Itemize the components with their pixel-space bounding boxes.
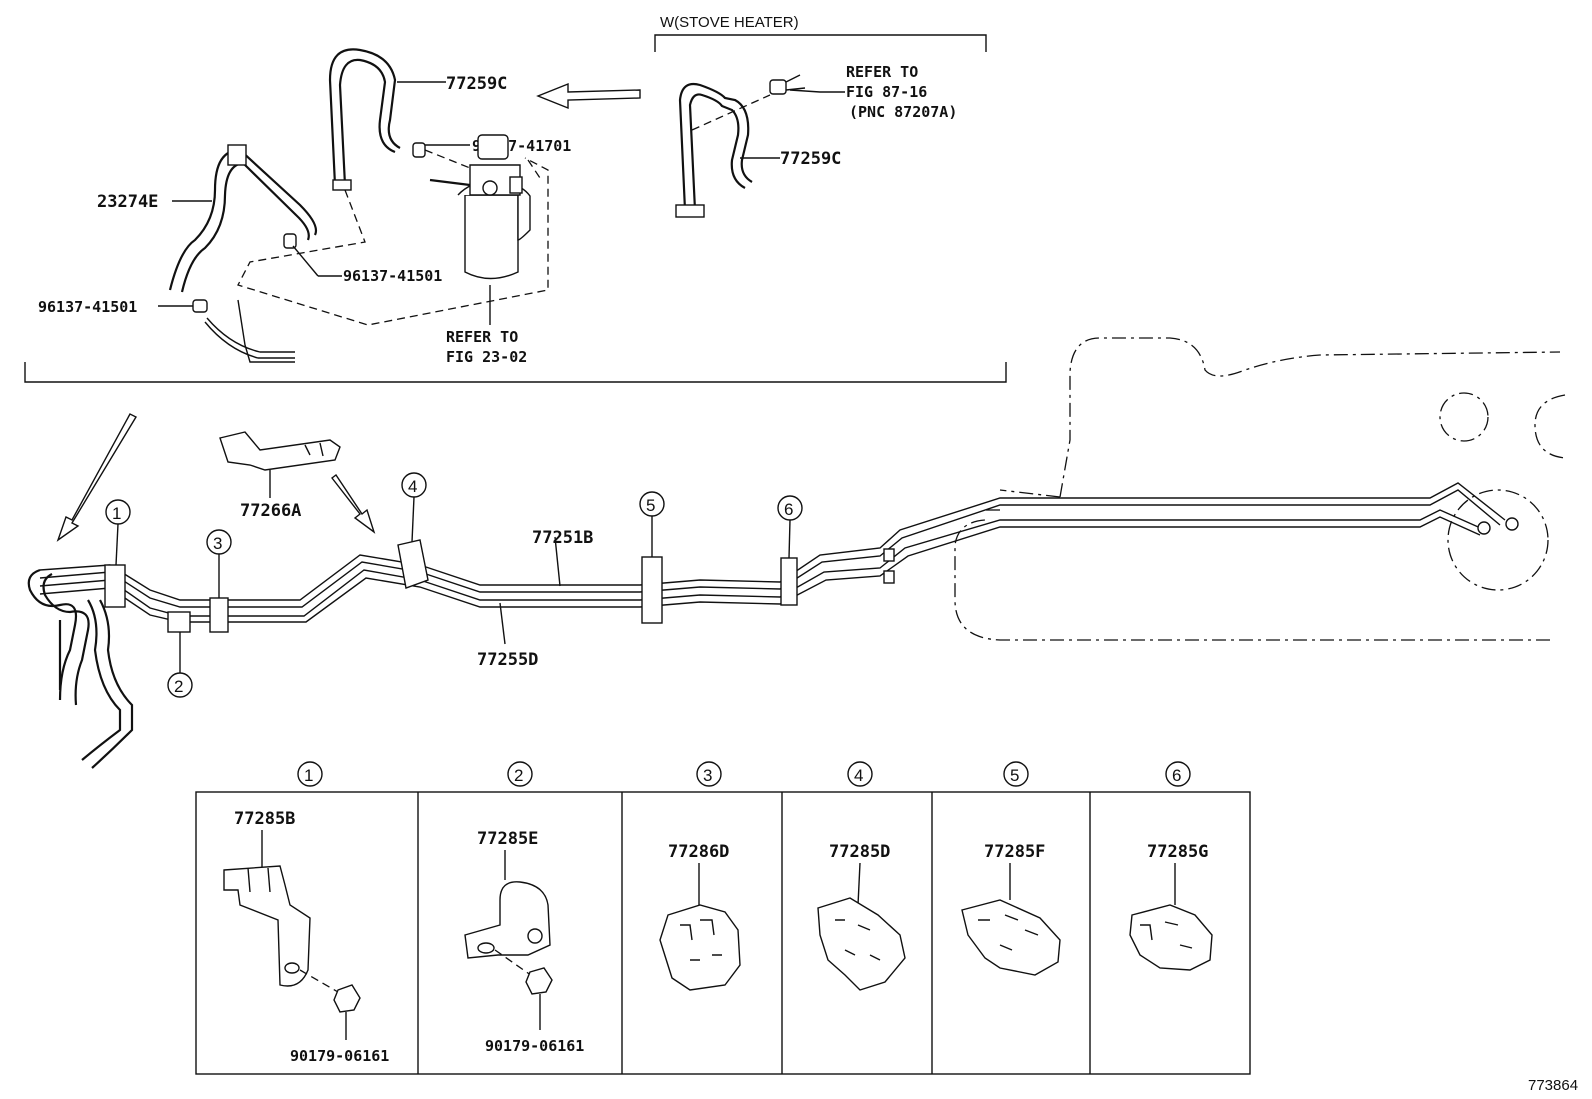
callout-5: 5 xyxy=(639,491,665,557)
detail-panel-2: 2 77285E 90179-06161 xyxy=(464,761,584,1055)
svg-text:5: 5 xyxy=(1010,766,1019,785)
clip-6 xyxy=(780,557,798,606)
label-77251b: 77251B xyxy=(532,528,593,548)
leader-refer-8716 xyxy=(789,89,845,93)
main-fuel-lines xyxy=(27,482,1506,769)
callout-1: 1 xyxy=(105,499,131,566)
svg-text:6: 6 xyxy=(784,500,793,519)
hose-23274e xyxy=(168,144,318,293)
routing-guide-lines xyxy=(237,157,549,326)
svg-text:6: 6 xyxy=(1172,766,1181,785)
label-77285f: 77285F xyxy=(984,842,1045,862)
svg-text:2: 2 xyxy=(514,766,523,785)
label-77285d: 77285D xyxy=(829,842,890,862)
detail-panel-6: 6 77285G xyxy=(1129,761,1213,971)
label-nut-1: 90179-06161 xyxy=(290,1047,389,1065)
clip-3 xyxy=(209,597,229,633)
label-77266a: 77266A xyxy=(240,501,301,521)
leader-77251b xyxy=(554,536,561,587)
callout-4: 4 xyxy=(401,472,427,543)
hose-77259c-stove xyxy=(675,74,806,218)
svg-text:4: 4 xyxy=(408,477,417,496)
label-23274e: 23274E xyxy=(97,192,158,212)
svg-text:5: 5 xyxy=(646,496,655,515)
svg-text:3: 3 xyxy=(703,766,712,785)
clamp-96137-41501-lower xyxy=(192,299,208,313)
direction-arrow-left xyxy=(536,82,641,110)
detail-panel-5: 5 77285F xyxy=(961,761,1061,976)
label-77285e: 77285E xyxy=(477,829,538,849)
refer-8716-line2: FIG 87-16 xyxy=(846,83,927,101)
callout-3: 3 xyxy=(206,529,232,598)
stove-heater-label: W(STOVE HEATER) xyxy=(660,14,799,31)
clamp-96137-41501-upper xyxy=(283,233,297,249)
svg-text:1: 1 xyxy=(304,766,313,785)
refer-2302-line2: FIG 23-02 xyxy=(446,348,527,366)
fuel-tank-outline xyxy=(954,337,1566,641)
label-77285g: 77285G xyxy=(1147,842,1208,862)
detail-panel-1: 1 77285B 90179-06161 xyxy=(223,761,389,1065)
callout-2: 2 xyxy=(167,632,193,698)
label-96137-41501-a: 96137-41501 xyxy=(38,298,137,316)
svg-text:4: 4 xyxy=(854,766,863,785)
callout-6: 6 xyxy=(777,495,803,559)
label-77259c-top: 77259C xyxy=(446,74,507,94)
svg-text:2: 2 xyxy=(174,677,183,696)
bracket-77266a xyxy=(219,431,341,471)
label-77285b: 77285B xyxy=(234,809,295,829)
svg-text:1: 1 xyxy=(112,504,121,523)
direction-arrow-down-right xyxy=(331,473,376,534)
label-77255d: 77255D xyxy=(477,650,538,670)
filter-canister xyxy=(429,134,531,280)
direction-arrow-down-left xyxy=(56,413,137,542)
detail-panel-3: 3 77286D xyxy=(659,761,741,991)
clip-2 xyxy=(167,611,191,633)
label-96137-41501-b: 96137-41501 xyxy=(343,267,442,285)
svg-text:3: 3 xyxy=(213,534,222,553)
refer-8716-line1: REFER TO xyxy=(846,63,918,81)
hose-77259c-top xyxy=(328,48,401,191)
leader-96137-41501-b xyxy=(292,245,319,277)
label-77286d: 77286D xyxy=(668,842,729,862)
clip-1 xyxy=(104,564,126,608)
label-77259c-right: 77259C xyxy=(780,149,841,169)
refer-2302-line1: REFER TO xyxy=(446,328,518,346)
leader-77255d xyxy=(499,602,506,645)
figure-id: 773864 xyxy=(1528,1077,1578,1094)
detail-table xyxy=(195,791,1251,1075)
stove-heater-bracket xyxy=(654,34,987,52)
clamp-96137-41701 xyxy=(412,142,470,158)
clip-5 xyxy=(641,556,663,624)
clip-4 xyxy=(397,539,429,589)
refer-8716-line3: (PNC 87207A) xyxy=(849,103,957,121)
assembly-group-bracket xyxy=(24,362,1007,383)
detail-panel-4: 4 77285D xyxy=(817,761,906,991)
label-nut-2: 90179-06161 xyxy=(485,1037,584,1055)
